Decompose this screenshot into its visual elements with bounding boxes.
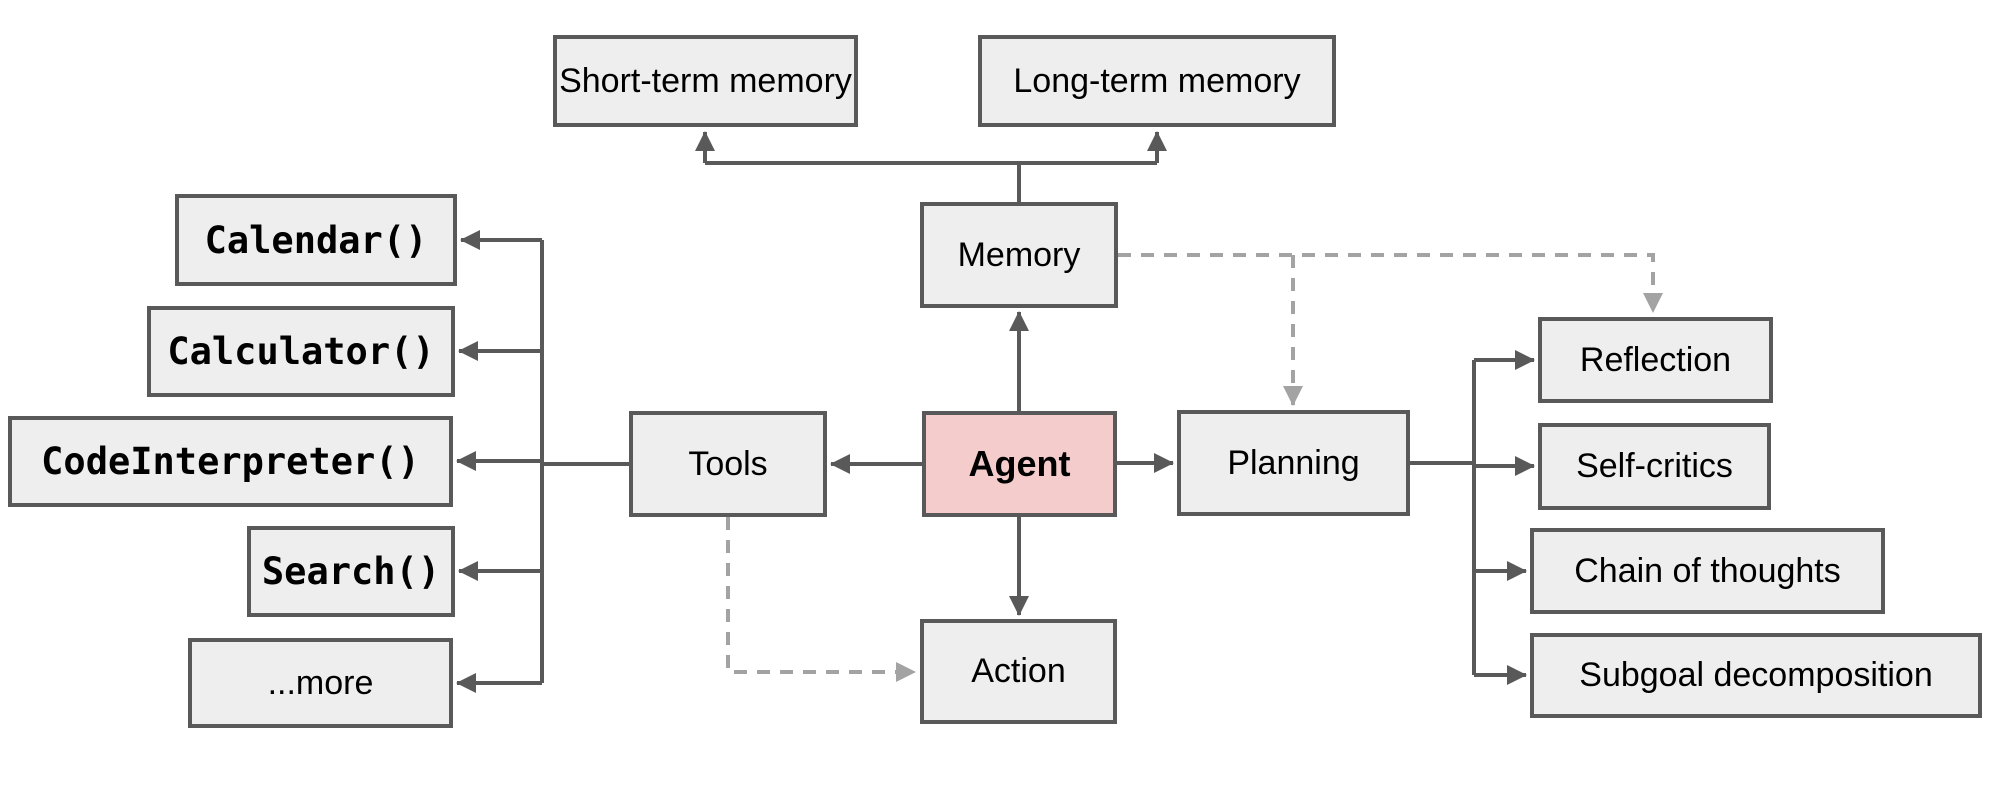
node-calculator: Calculator() bbox=[147, 306, 455, 397]
node-code-interpreter-label: CodeInterpreter() bbox=[41, 440, 420, 483]
node-long-term-memory-label: Long-term memory bbox=[1013, 61, 1301, 100]
node-planning: Planning bbox=[1177, 410, 1410, 516]
node-long-term-memory: Long-term memory bbox=[978, 35, 1336, 127]
node-short-term-memory: Short-term memory bbox=[553, 35, 858, 127]
node-subgoal-decomposition-label: Subgoal decomposition bbox=[1579, 656, 1933, 694]
node-calendar-label: Calendar() bbox=[204, 218, 428, 262]
node-subgoal-decomposition: Subgoal decomposition bbox=[1530, 633, 1982, 718]
edge-tools-action-dashed bbox=[726, 517, 916, 682]
node-short-term-memory-label: Short-term memory bbox=[559, 61, 852, 100]
node-memory: Memory bbox=[920, 202, 1118, 308]
node-search-label: Search() bbox=[261, 550, 441, 593]
node-calculator-label: Calculator() bbox=[167, 330, 435, 373]
node-memory-label: Memory bbox=[957, 235, 1081, 274]
node-reflection-label: Reflection bbox=[1579, 340, 1732, 379]
node-reflection: Reflection bbox=[1538, 317, 1773, 403]
node-more-label: ...more bbox=[267, 663, 374, 702]
node-tools: Tools bbox=[629, 411, 827, 517]
node-chain-of-thoughts-label: Chain of thoughts bbox=[1574, 551, 1841, 590]
node-self-critics-label: Self-critics bbox=[1576, 447, 1733, 485]
node-self-critics: Self-critics bbox=[1538, 423, 1771, 510]
node-calendar: Calendar() bbox=[175, 194, 457, 286]
node-agent-label: Agent bbox=[968, 443, 1071, 484]
node-tools-label: Tools bbox=[688, 444, 768, 483]
node-planning-label: Planning bbox=[1227, 443, 1360, 482]
node-code-interpreter: CodeInterpreter() bbox=[8, 416, 453, 507]
node-search: Search() bbox=[247, 526, 455, 617]
node-agent: Agent bbox=[922, 411, 1117, 517]
node-more: ...more bbox=[188, 638, 453, 728]
node-chain-of-thoughts: Chain of thoughts bbox=[1530, 528, 1885, 614]
edge-memory-reflection-dashed bbox=[1118, 253, 1663, 313]
node-action: Action bbox=[920, 619, 1117, 724]
node-action-label: Action bbox=[971, 652, 1066, 690]
